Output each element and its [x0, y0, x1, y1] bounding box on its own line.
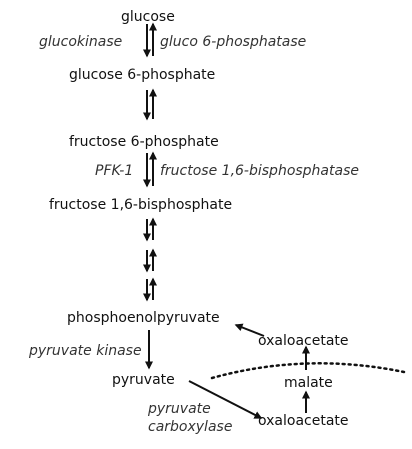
oxaloacetate-bottom-label: oxaloacetate — [258, 413, 349, 429]
glucose-label: glucose — [121, 9, 175, 25]
glucokinase-label: glucokinase — [39, 34, 123, 50]
malate-label: malate — [284, 375, 333, 391]
pyruvate-label: pyruvate — [112, 372, 175, 388]
multistep-arrows-1 — [143, 217, 157, 242]
oxaloacetate-top-label: oxaloacetate — [258, 333, 349, 349]
fructose-1-6-bisphosphatase-label: fructose 1,6-bisphosphatase — [160, 163, 359, 179]
oaa-to-pep-arrow — [234, 323, 265, 337]
glucose-6-phosphatase-label: gluco 6-phosphatase — [160, 34, 307, 50]
pyruvate-carboxylase-label-line1: pyruvate — [148, 401, 211, 417]
pyruvate-kinase-label: pyruvate kinase — [29, 343, 142, 359]
multistep-arrows-3 — [143, 277, 157, 302]
multistep-arrows-2 — [143, 248, 157, 273]
f6p-f16bp-arrows — [143, 151, 157, 188]
fructose-1-6-bisphosphate-label: fructose 1,6-bisphosphate — [49, 197, 233, 213]
g6p-f6p-arrows — [143, 88, 157, 121]
pyruvate-to-oaa-arrow — [188, 380, 263, 419]
glucose-g6p-arrows — [143, 22, 157, 58]
pfk-1-label: PFK-1 — [95, 163, 134, 179]
mitochondrial-membrane-dotted — [210, 362, 406, 380]
phosphoenolpyruvate-label: phosphoenolpyruvate — [67, 310, 220, 326]
fructose-6-phosphate-label: fructose 6-phosphate — [69, 134, 219, 150]
glucose-6-phosphate-label: glucose 6-phosphate — [69, 67, 216, 83]
pyruvate-carboxylase-label-line2: carboxylase — [148, 419, 233, 435]
